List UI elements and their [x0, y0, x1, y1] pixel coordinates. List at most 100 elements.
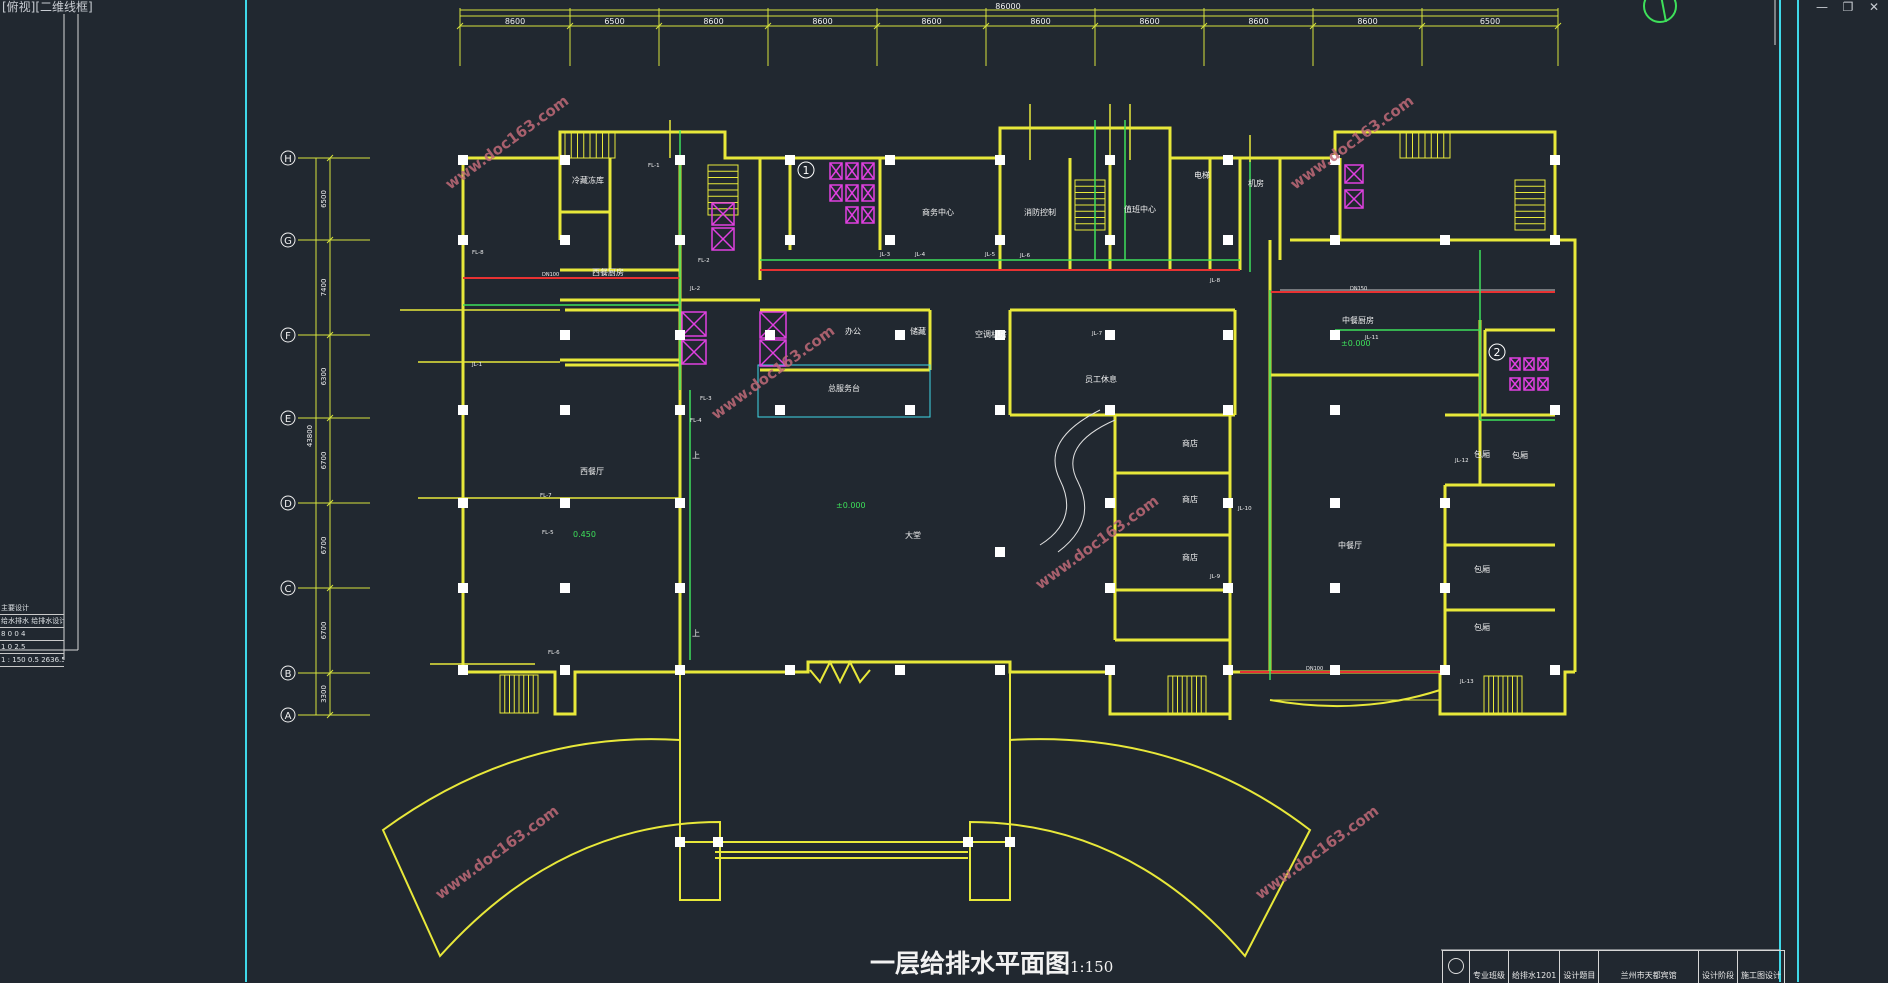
column-mark — [1440, 235, 1450, 245]
watermark-text: www.doc163.com — [442, 92, 572, 194]
column-mark — [1330, 498, 1340, 508]
pipe-tag: FL-4 — [690, 418, 702, 424]
column-mark — [458, 583, 468, 593]
fixture-mark — [1344, 189, 1364, 209]
row-dimension: 6700 — [320, 622, 328, 640]
column-mark — [1105, 235, 1115, 245]
column-mark — [995, 665, 1005, 675]
column-mark — [1105, 665, 1115, 675]
column-mark — [1330, 235, 1340, 245]
column-dimension: 8600 — [703, 17, 723, 26]
axis-bubble-icon — [280, 327, 296, 343]
restore-icon[interactable]: ❐ — [1842, 0, 1854, 14]
fixture-mark — [861, 184, 875, 202]
room-business-center: 商务中心 — [922, 207, 954, 217]
room-air-room: 空调机房 — [975, 329, 1007, 339]
elevation-kitchen: ±0.000 — [1341, 339, 1371, 348]
room-private-2: 包厢 — [1474, 449, 1490, 459]
room-shop-3: 商店 — [1182, 552, 1198, 562]
column-mark — [995, 405, 1005, 415]
fixture-mark — [1509, 377, 1521, 391]
fixture-mark — [845, 206, 859, 224]
room-fire-control: 消防控制 — [1024, 207, 1056, 217]
column-mark — [675, 665, 685, 675]
column-dimension: 8600 — [921, 17, 941, 26]
column-mark — [675, 498, 685, 508]
fixture-mark — [711, 202, 735, 226]
column-mark — [1330, 155, 1340, 165]
pipe-tag: JL-4 — [914, 252, 926, 258]
column-mark — [785, 235, 795, 245]
column-mark — [560, 330, 570, 340]
room-labels: 大堂 总服务台 西餐厅 西餐厨房 冷藏冻库 商务中心 消防控制 值班中心 办公 … — [572, 170, 1528, 638]
sheet-border — [0, 0, 1780, 951]
pipe-tag: JL-6 — [1019, 253, 1031, 259]
fixture-mark — [681, 311, 707, 337]
close-icon[interactable]: ✕ — [1868, 0, 1880, 14]
fixture-mark — [1537, 377, 1549, 391]
pipe-tag: FL-7 — [540, 493, 552, 499]
room-staff-lounge: 员工休息 — [1085, 374, 1117, 384]
column-dimension: 8600 — [1248, 17, 1268, 26]
top-dimension-chain — [456, 8, 1562, 66]
axis-bubble-icon — [280, 707, 296, 723]
room-private-1: 包厢 — [1512, 450, 1528, 460]
pipe-tag: FL-6 — [548, 650, 560, 656]
pipe-tag: FL-1 — [648, 163, 660, 169]
column-mark — [1550, 155, 1560, 165]
room-reception: 总服务台 — [828, 383, 860, 393]
pipe-size-2: DN150 — [1350, 286, 1367, 292]
column-dimension: 8600 — [1357, 17, 1377, 26]
room-duty-center: 值班中心 — [1124, 204, 1156, 214]
watermark-text: www.doc163.com — [1252, 802, 1382, 904]
column-mark — [995, 547, 1005, 557]
column-mark — [675, 837, 685, 847]
minimize-icon[interactable]: — — [1816, 0, 1828, 14]
pipe-tag: JL-1 — [471, 362, 482, 368]
fixture-mark — [1523, 357, 1535, 371]
fixture-mark — [829, 184, 843, 202]
axis-bubble-icon — [280, 580, 296, 596]
row-dimension: 6700 — [320, 452, 328, 470]
row-dimension: 6500 — [320, 190, 328, 208]
axis-letter: F — [285, 331, 291, 342]
fixture-mark — [845, 184, 859, 202]
room-machine: 机房 — [1248, 178, 1264, 188]
watermark-text: www.doc163.com — [1287, 92, 1417, 194]
legend-row-5: 1 : 150 0.5 2636.5 — [0, 654, 64, 667]
column-dimension: 8600 — [1139, 17, 1159, 26]
axis-letter: C — [285, 584, 292, 595]
fixture-mark — [1509, 357, 1521, 371]
column-mark — [675, 330, 685, 340]
column-mark — [995, 330, 1005, 340]
column-dimension: 6500 — [604, 17, 624, 26]
title-block-cell-3: 设计题目 — [1560, 951, 1600, 983]
pipe-tag: JL-11 — [1364, 335, 1379, 341]
column-mark — [458, 498, 468, 508]
column-mark — [785, 665, 795, 675]
viewport-label[interactable]: [俯视][二维线框] — [0, 0, 95, 14]
column-mark — [765, 330, 775, 340]
column-dimension: 6500 — [1480, 17, 1500, 26]
pipe-size-3: DN100 — [1306, 666, 1323, 672]
room-chinese-dining: 中餐厅 — [1338, 540, 1362, 550]
room-private-4: 包厢 — [1474, 622, 1490, 632]
column-mark — [995, 235, 1005, 245]
column-mark — [560, 235, 570, 245]
column-mark — [1223, 498, 1233, 508]
column-mark — [1330, 665, 1340, 675]
fixture-mark — [711, 227, 735, 251]
title-block-cell-6: 施工图设计 — [1738, 951, 1785, 983]
spiral-stair — [1039, 409, 1116, 553]
structural-columns — [458, 155, 1560, 847]
column-dimension: 8600 — [505, 17, 525, 26]
column-mark — [1550, 235, 1560, 245]
entrance-canopy — [381, 659, 1441, 958]
total-height-dimension: 43800 — [306, 425, 314, 447]
column-mark — [1440, 498, 1450, 508]
room-storage: 储藏 — [910, 326, 926, 336]
column-mark — [895, 330, 905, 340]
column-mark — [1005, 837, 1015, 847]
